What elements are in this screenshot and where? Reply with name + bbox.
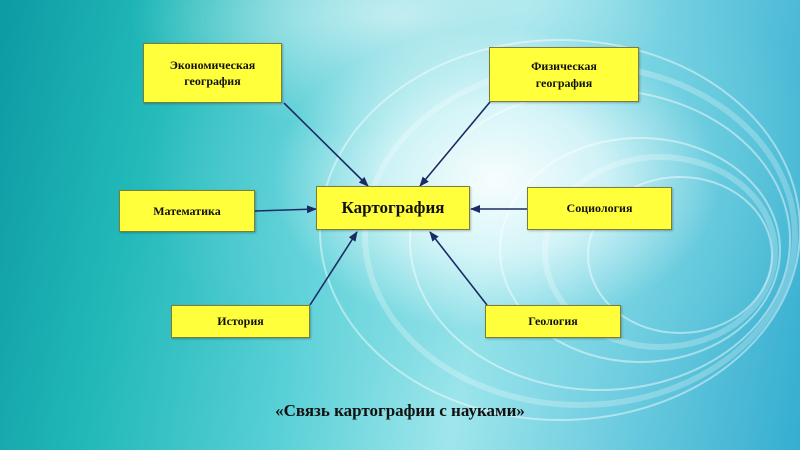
node-geology-label: Геология — [528, 314, 578, 329]
arrow-physical-geography — [419, 101, 491, 187]
node-cartography: Картография — [316, 186, 470, 230]
node-history: История — [171, 305, 310, 338]
node-mathematics: Математика — [119, 190, 255, 232]
node-sociology-label: Социология — [566, 201, 633, 216]
slide-caption: «Связь картографии с науками» — [275, 401, 525, 420]
arrow-geology — [429, 231, 488, 306]
node-economic-geography: Экономическая география — [143, 43, 282, 103]
node-economic-geography-label: Экономическая география — [169, 57, 256, 88]
arrow-economic-geography — [283, 102, 369, 187]
node-mathematics-label: Математика — [153, 203, 221, 218]
node-physical-geography-label: Физическая география — [531, 59, 597, 90]
node-cartography-label: Картография — [341, 197, 445, 217]
node-geology: Геология — [485, 305, 621, 338]
node-physical-geography: Физическая география — [489, 47, 639, 102]
arrow-history — [309, 231, 358, 306]
arrow-mathematics — [254, 205, 317, 214]
node-history-label: История — [217, 314, 264, 329]
node-sociology: Социология — [527, 187, 672, 230]
